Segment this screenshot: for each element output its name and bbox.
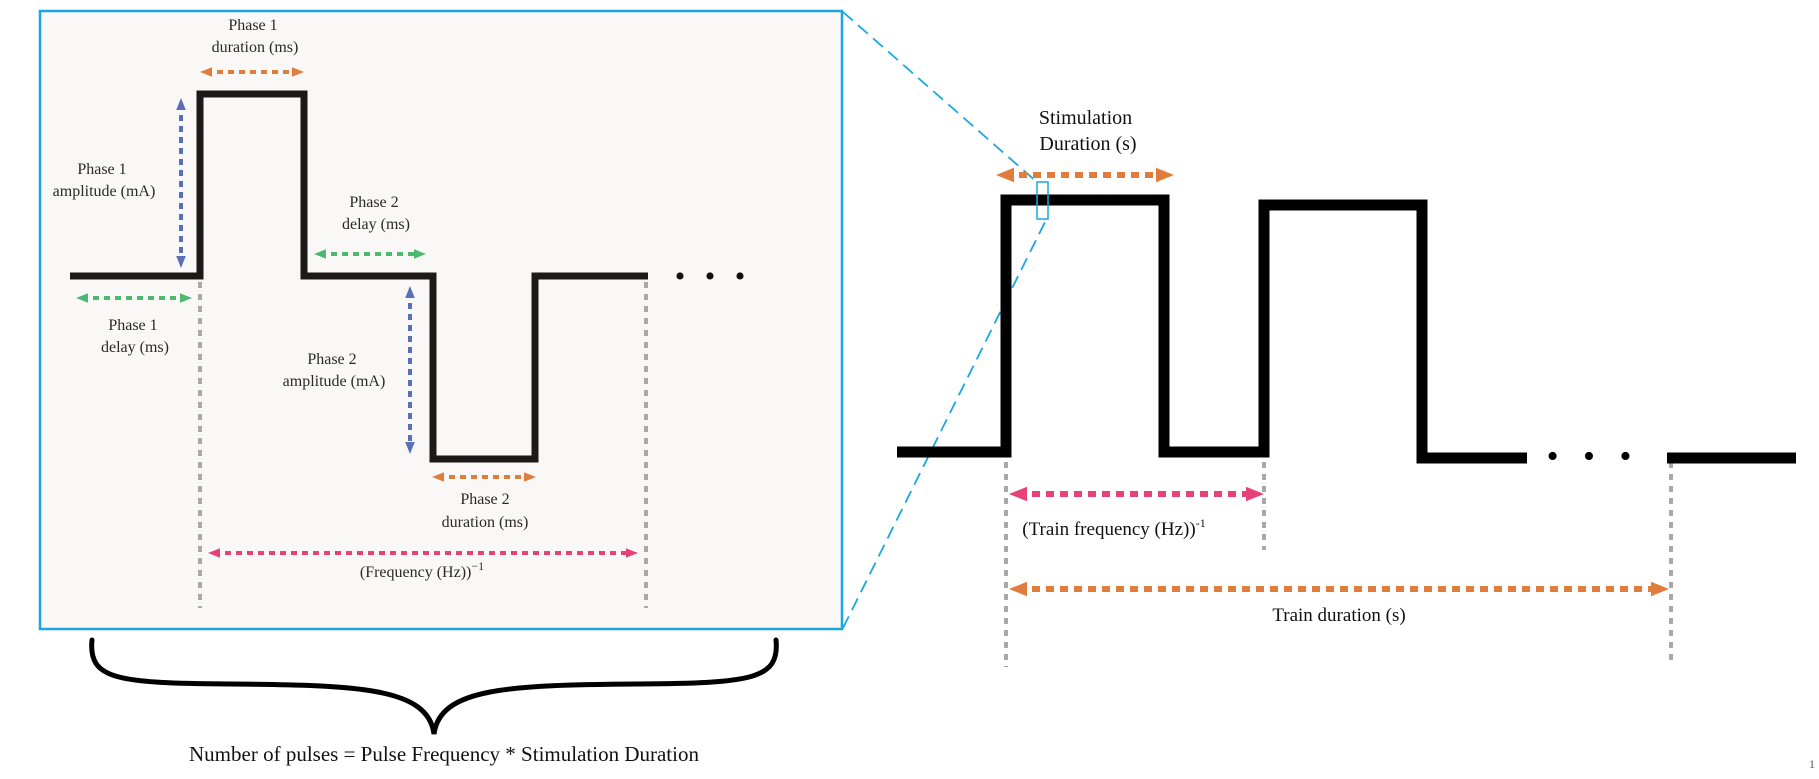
phase1-delay-label: Phase 1 delay (ms) <box>101 317 169 356</box>
phase2-duration-label-line1: Phase 2 <box>460 491 509 508</box>
phase1-duration-label-line2: duration (ms) <box>212 39 299 56</box>
inset-panel <box>38 9 844 631</box>
phase1-amplitude-label-line2: amplitude (mA) <box>53 183 156 200</box>
biphasic-pulse-waveform <box>70 90 648 463</box>
frequency-label: (Frequency (Hz))−1 <box>360 559 484 581</box>
frequency-label-exponent: −1 <box>471 559 484 573</box>
pulse-train-waveform <box>897 194 1527 464</box>
phase2-duration-label-line2: duration (ms) <box>442 514 529 531</box>
phase1-amplitude-label: Phase 1 amplitude (mA) <box>53 161 156 200</box>
train-frequency-label: (Train frequency (Hz))-1 <box>1022 516 1205 540</box>
phase1-duration-label-line1: Phase 1 <box>228 17 277 34</box>
phase2-delay-label-line1: Phase 2 <box>349 194 398 211</box>
stimulation-duration-label: Stimulation Duration (s) <box>1039 107 1137 155</box>
phase1-amplitude-label-line1: Phase 1 <box>77 161 126 178</box>
stimulation-duration-label-line2: Duration (s) <box>1039 133 1136 155</box>
phase2-amplitude-label-line1: Phase 2 <box>307 351 356 368</box>
stimulation-duration-label-line1: Stimulation <box>1039 107 1132 129</box>
train-frequency-label-exponent: -1 <box>1196 516 1206 530</box>
train-ellipsis: • • • <box>1547 438 1640 475</box>
phase2-amplitude-label: Phase 2 amplitude (mA) <box>283 351 386 390</box>
phase1-delay-label-line1: Phase 1 <box>108 317 157 334</box>
pulse-count-formula: Number of pulses = Pulse Frequency * Sti… <box>189 742 699 766</box>
phase2-duration-label: Phase 2 duration (ms) <box>442 491 529 531</box>
phase2-delay-label-line2: delay (ms) <box>342 216 410 233</box>
train-duration-label: Train duration (s) <box>1272 605 1405 626</box>
zoom-connector-bottom <box>842 217 1048 629</box>
zoom-connector-top <box>842 11 1039 184</box>
phase1-duration-label: Phase 1 duration (ms) <box>212 17 299 56</box>
inset-ellipsis: • • • <box>675 260 752 293</box>
frequency-label-text: (Frequency (Hz)) <box>360 564 472 581</box>
train-frequency-label-text: (Train frequency (Hz)) <box>1022 519 1195 540</box>
corner-mark: 1 <box>1809 757 1815 771</box>
phase2-delay-label: Phase 2 delay (ms) <box>342 194 410 233</box>
phase2-amplitude-label-line2: amplitude (mA) <box>283 373 386 390</box>
curly-brace <box>89 637 779 735</box>
phase1-delay-label-line2: delay (ms) <box>101 339 169 356</box>
